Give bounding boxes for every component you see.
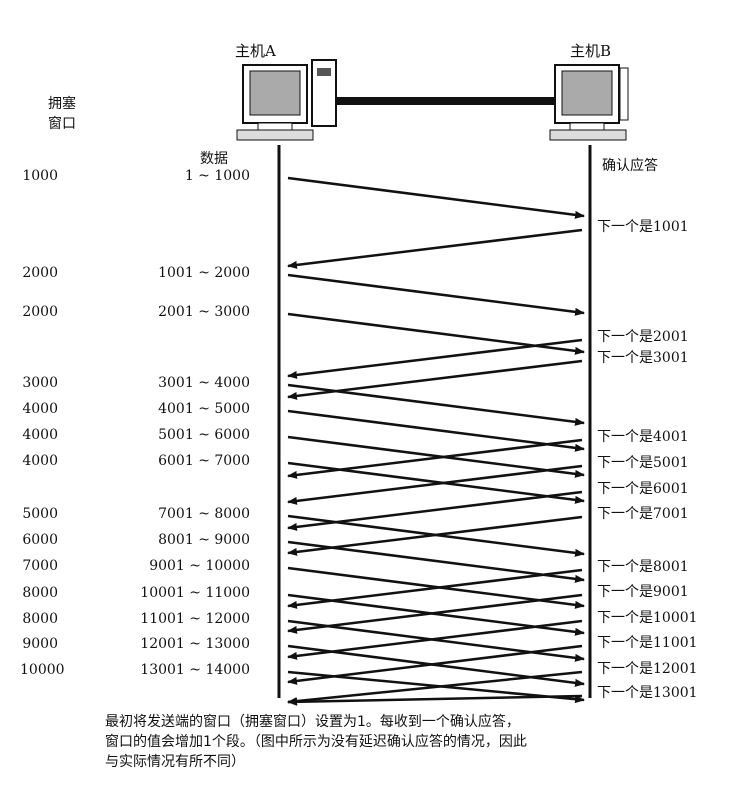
data-range: 4001 ~ 5000 (158, 401, 250, 417)
ack-arrow (287, 338, 583, 379)
ack-arrow (287, 619, 583, 660)
cwnd-value: 4000 (22, 453, 58, 469)
ack-label: 下一个是12001 (597, 661, 698, 677)
ack-arrow (287, 438, 583, 479)
data-range: 9001 ~ 10000 (149, 558, 250, 574)
cwnd-value: 2000 (22, 265, 58, 281)
data-segment-arrow (287, 435, 585, 478)
cwnd-header-line1: 拥塞 (48, 96, 76, 112)
cwnd-value: 6000 (22, 532, 58, 548)
cwnd-value: 9000 (22, 636, 58, 652)
caption-line: 窗口的值会增加1个段。（图中所示为没有延迟确认应答的情况，因此 (105, 734, 527, 750)
cwnd-value: 2000 (22, 304, 58, 320)
cwnd-value: 7000 (22, 558, 58, 574)
ack-label: 下一个是5001 (597, 455, 689, 471)
data-segment-arrow (287, 176, 585, 219)
cwnd-value: 1000 (22, 168, 58, 184)
data-range: 12001 ~ 13000 (140, 636, 250, 652)
data-range: 13001 ~ 14000 (140, 662, 250, 678)
caption-line: 与实际情况有所不同） (105, 754, 245, 770)
data-range: 1001 ~ 2000 (158, 265, 250, 281)
host-a-label: 主机A (235, 42, 276, 60)
cwnd-value: 4000 (22, 427, 58, 443)
ack-label: 下一个是2001 (597, 329, 689, 345)
data-range: 1 ~ 1000 (184, 168, 250, 184)
ack-arrow (287, 490, 583, 531)
ack-label: 下一个是3001 (597, 350, 689, 366)
data-range: 2001 ~ 3000 (158, 304, 250, 320)
data-segment-arrow (287, 540, 585, 583)
data-range: 3001 ~ 4000 (158, 375, 250, 391)
ack-arrow (287, 568, 583, 609)
caption-line: 最初将发送端的窗口（拥塞窗口）设置为1。每收到一个确认应答， (105, 714, 520, 730)
ack-header: 确认应答 (602, 158, 658, 174)
data-range: 7001 ~ 8000 (158, 506, 250, 522)
data-range: 8001 ~ 9000 (158, 532, 250, 548)
data-range: 5001 ~ 6000 (158, 427, 250, 443)
ack-arrow (287, 515, 583, 556)
cwnd-value: 10000 (20, 662, 65, 678)
cwnd-value: 8000 (22, 611, 58, 627)
ack-label: 下一个是7001 (597, 506, 689, 522)
cwnd-value: 8000 (22, 585, 58, 601)
host-b-computer-icon (549, 64, 629, 141)
ack-arrow (287, 464, 583, 505)
ack-label: 下一个是11001 (597, 635, 698, 651)
ack-label: 下一个是10001 (597, 610, 698, 626)
data-range: 11001 ~ 12000 (140, 611, 250, 627)
caption: 最初将发送端的窗口（拥塞窗口）设置为1。每收到一个确认应答， 窗口的值会增加1个… (105, 712, 665, 772)
ack-arrow (287, 359, 583, 400)
host-a-computer-icon (236, 59, 337, 141)
cwnd-value: 4000 (22, 401, 58, 417)
ack-label: 下一个是6001 (597, 481, 689, 497)
ack-arrow (287, 694, 583, 706)
ack-arrow (287, 644, 583, 685)
cwnd-header-line2: 窗口 (48, 116, 76, 132)
ack-label: 下一个是13001 (597, 685, 698, 701)
ack-arrow (287, 593, 583, 634)
ack-arrow (287, 228, 583, 269)
ack-label: 下一个是8001 (597, 559, 689, 575)
network-link (336, 97, 556, 105)
cwnd-value: 5000 (22, 506, 58, 522)
ack-label: 下一个是1001 (597, 219, 689, 235)
data-segment-arrow (287, 273, 585, 316)
data-header: 数据 (200, 151, 228, 167)
data-range: 6001 ~ 7000 (158, 453, 250, 469)
cwnd-value: 3000 (22, 375, 58, 391)
ack-label: 下一个是4001 (597, 429, 689, 445)
ack-label: 下一个是9001 (597, 584, 689, 600)
ack-arrow (287, 670, 583, 706)
data-range: 10001 ~ 11000 (140, 585, 250, 601)
data-segment-arrow (287, 409, 585, 452)
host-b-label: 主机B (570, 42, 612, 60)
